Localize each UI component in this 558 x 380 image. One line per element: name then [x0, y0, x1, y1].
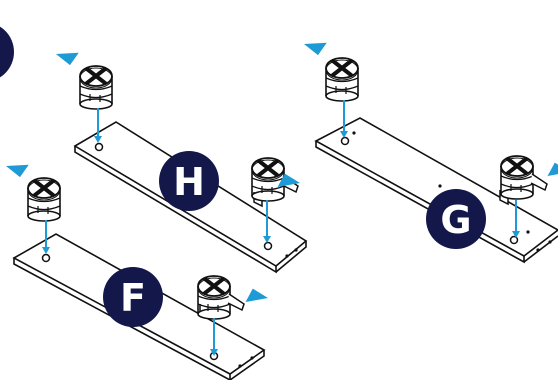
pointer-arrow-icon — [245, 288, 269, 304]
badge-label-h: H — [173, 160, 205, 204]
pointer-arrow-icon — [302, 38, 327, 57]
insert-arrow-icon — [340, 100, 348, 138]
insert-arrow-icon — [512, 200, 520, 238]
insert-arrow-icon — [263, 200, 271, 243]
insert-arrow-icon — [42, 220, 50, 254]
pointer-arrow-icon — [54, 48, 79, 67]
pointer-arrow-icon — [547, 162, 558, 178]
step-badge-g: G — [426, 189, 486, 249]
step-badge-h: H — [159, 151, 219, 211]
badge-label-f: F — [120, 276, 146, 320]
cam-lock-icon — [78, 64, 114, 111]
cam-lock-icon — [324, 56, 360, 103]
cam-lock-icon — [26, 176, 62, 223]
cam-lock-icon — [196, 274, 245, 321]
step-badge-f: F — [103, 267, 163, 327]
insert-arrow-icon — [210, 318, 218, 356]
insert-arrow-icon — [94, 108, 102, 143]
pointer-arrow-icon — [4, 160, 29, 179]
partial-step-badge — [0, 26, 14, 78]
badge-label-g: G — [440, 198, 471, 242]
cam-lock-icon — [499, 154, 548, 206]
